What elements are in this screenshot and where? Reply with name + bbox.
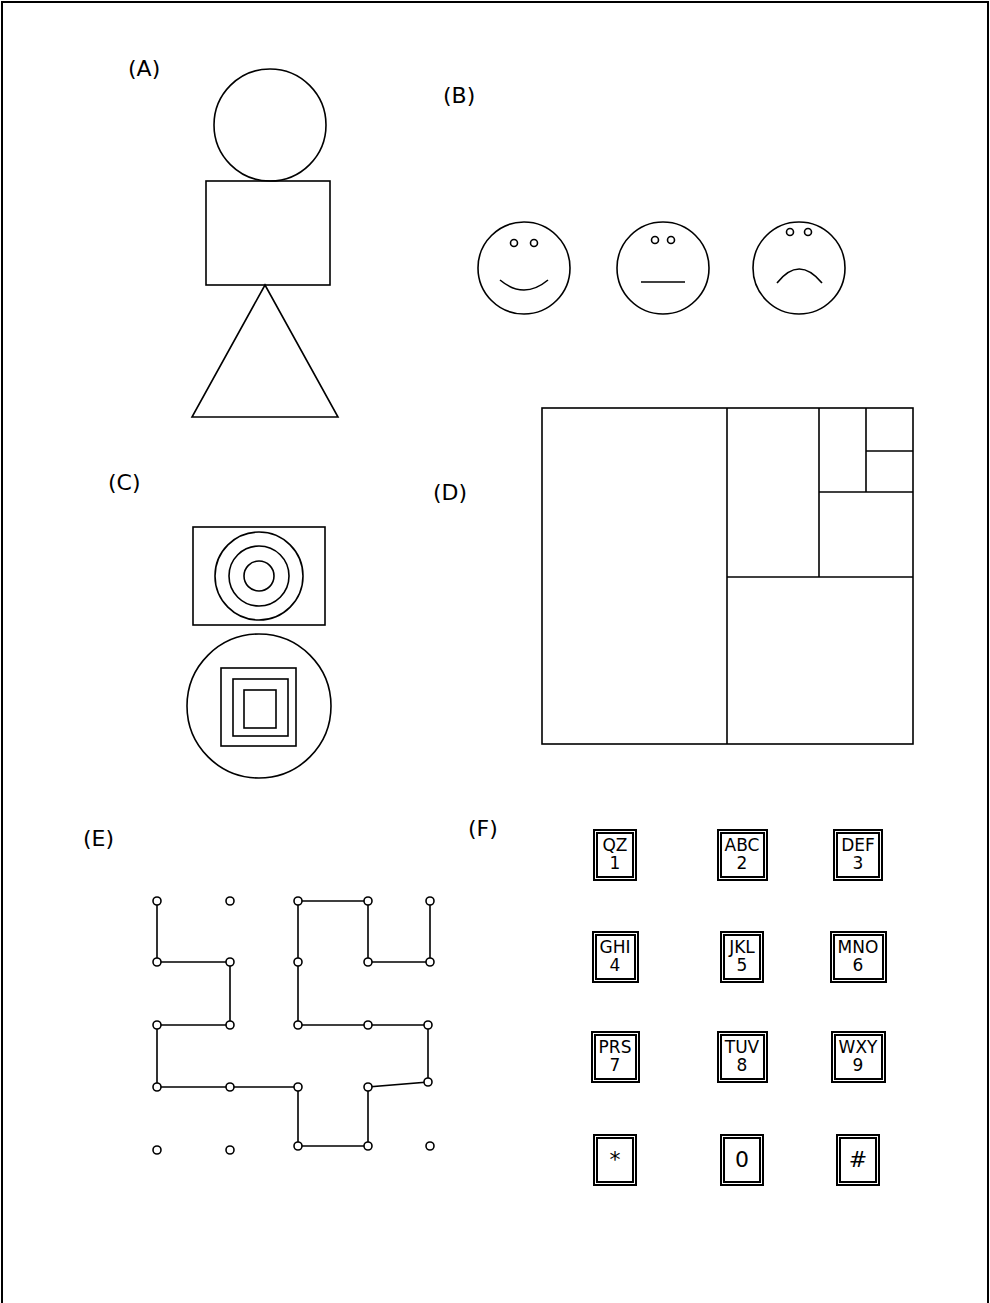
shape-figure: [192, 69, 338, 417]
keypad-key: DEF3: [833, 829, 883, 881]
key-digit: 8: [737, 1057, 748, 1075]
keypad-key: JKL5: [720, 931, 764, 983]
key-digit: 5: [737, 957, 748, 975]
key-digit: #: [849, 1148, 867, 1171]
nested-shapes: [187, 527, 331, 778]
keypad-key: ABC2: [717, 829, 768, 881]
panel-label: (C): [108, 472, 141, 494]
key-digit: 3: [853, 855, 864, 873]
key-letters: MNO: [838, 939, 879, 957]
key-letters: QZ: [602, 837, 627, 855]
keypad-key: MNO6: [830, 931, 887, 983]
key-letters: GHI: [600, 939, 631, 957]
keypad-key: QZ1: [593, 829, 637, 881]
key-letters: TUV: [725, 1039, 759, 1057]
key-letters: DEF: [841, 837, 875, 855]
keypad-key: TUV8: [717, 1031, 768, 1083]
subdivided-square: [542, 408, 913, 744]
panel-label: (B): [443, 85, 475, 107]
keypad-key: 0: [720, 1134, 764, 1186]
panel-label: (A): [128, 58, 160, 80]
key-letters: WXY: [839, 1039, 878, 1057]
key-digit: 6: [853, 957, 864, 975]
key-letters: ABC: [725, 837, 760, 855]
key-digit: 1: [610, 855, 621, 873]
keypad-key: WXY9: [831, 1031, 886, 1083]
key-digit: 7: [610, 1057, 621, 1075]
key-digit: 4: [610, 957, 621, 975]
key-letters: JKL: [729, 939, 755, 957]
keypad-key: #: [836, 1134, 880, 1186]
face-icons: [478, 222, 845, 314]
dot-grid-path: [153, 897, 434, 1154]
key-digit: *: [610, 1148, 621, 1171]
panel-label: (F): [468, 818, 498, 840]
panel-label: (E): [83, 828, 114, 850]
panel-label: (D): [433, 482, 467, 504]
key-digit: 2: [737, 855, 748, 873]
keypad-key: GHI4: [592, 931, 639, 983]
keypad-key: PRS7: [591, 1031, 640, 1083]
keypad-key: *: [593, 1134, 637, 1186]
key-digit: 0: [735, 1148, 749, 1171]
key-letters: PRS: [599, 1039, 632, 1057]
key-digit: 9: [853, 1057, 864, 1075]
